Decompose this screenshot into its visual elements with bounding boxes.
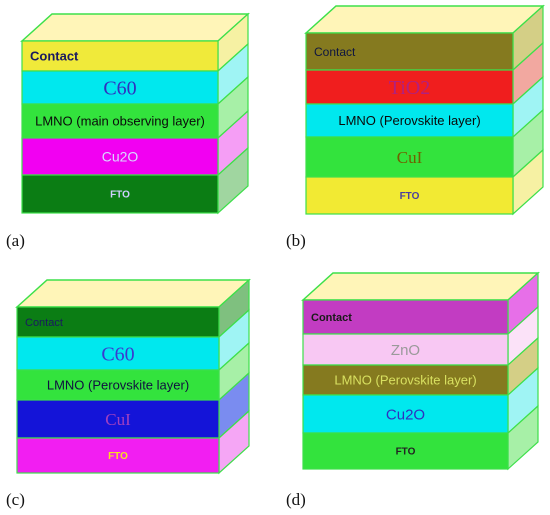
stack-top-face xyxy=(301,272,540,301)
layer-front-face xyxy=(21,137,219,176)
layer-label: Contact xyxy=(25,317,63,329)
layer-front-face xyxy=(302,333,509,366)
layer-label: FTO xyxy=(108,451,128,462)
layer-front-face xyxy=(21,103,219,139)
layer-label: LMNO (Perovskite layer) xyxy=(334,373,476,388)
stack-top-face xyxy=(20,13,250,42)
layer-front-face xyxy=(21,40,219,72)
layer-label: C60 xyxy=(103,78,136,100)
layer-label: CuI xyxy=(105,410,131,429)
layer-front-face xyxy=(16,369,220,401)
layer-front-face xyxy=(302,394,509,434)
panel-label: (b) xyxy=(286,231,306,250)
layer-front-face xyxy=(302,432,509,470)
layer-front-face xyxy=(305,176,514,215)
layer-label: Cu2O xyxy=(386,406,425,423)
layer-front-face xyxy=(305,136,514,178)
layer-label: ZnO xyxy=(391,342,420,359)
stack-top-face xyxy=(15,279,251,308)
layer-label: LMNO (Perovskite layer) xyxy=(338,113,480,128)
layer-label: LMNO (Perovskite layer) xyxy=(47,378,189,393)
layer-label: FTO xyxy=(400,191,420,202)
layer-front-face xyxy=(16,437,220,474)
stack-top-face xyxy=(304,5,545,34)
layer-label: TiO2 xyxy=(389,77,431,99)
layer-label: Contact xyxy=(314,45,356,59)
panel-label: (d) xyxy=(286,490,306,509)
layer-front-face xyxy=(21,174,219,214)
layer-label: C60 xyxy=(101,344,134,366)
layer-label: Cu2O xyxy=(102,149,139,165)
layer-label: Contact xyxy=(311,312,352,324)
panel-label: (a) xyxy=(6,231,25,250)
layer-label: FTO xyxy=(110,190,130,201)
layer-front-face xyxy=(302,364,509,396)
layer-label: Contact xyxy=(30,49,79,64)
layer-label: FTO xyxy=(396,447,416,458)
layer-front-face xyxy=(16,306,220,338)
layer-front-face xyxy=(305,69,514,105)
layer-label: CuI xyxy=(397,148,423,167)
layer-front-face xyxy=(16,399,220,439)
layer-front-face xyxy=(302,299,509,335)
panel-label: (c) xyxy=(6,490,25,509)
layer-front-face xyxy=(16,336,220,371)
layer-label: LMNO (main observing layer) xyxy=(35,114,205,129)
